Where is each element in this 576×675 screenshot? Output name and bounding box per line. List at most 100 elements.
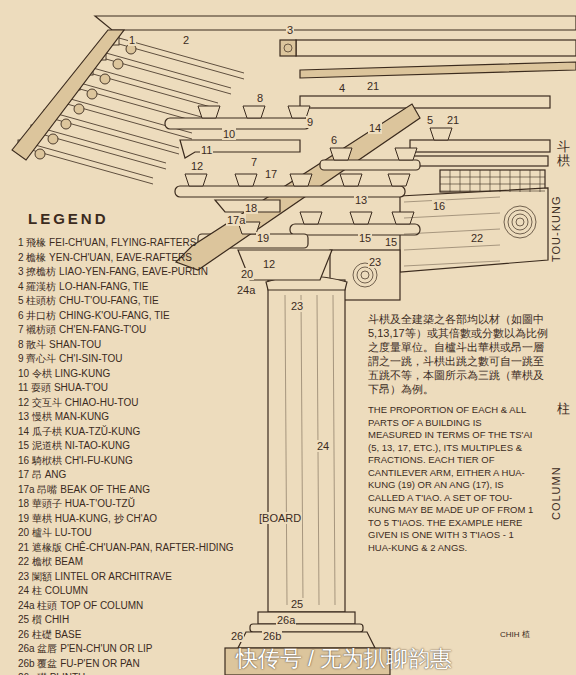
eave-rafter-end bbox=[87, 89, 97, 99]
legend-entry: 22 檐栿 BEAM bbox=[18, 555, 83, 569]
legend-entry: 12 交互斗 CHIAO-HU-TOU bbox=[18, 396, 138, 410]
beam bbox=[400, 188, 548, 272]
callout-number: 15 bbox=[384, 236, 398, 248]
legend-entry: 24 柱 COLUMN bbox=[18, 584, 88, 598]
legend-entry: 23 闌額 LINTEL OR ARCHITRAVE bbox=[18, 570, 172, 584]
eave-purlin bbox=[296, 40, 576, 56]
callout-number: 23 bbox=[368, 256, 382, 268]
legend-entry: 14 瓜子栱 KUA-TZŬ-KUNG bbox=[18, 425, 140, 439]
legend-entry: 10 令栱 LING-KUNG bbox=[18, 367, 110, 381]
legend-entry: 3 撩檐枋 LIAO-YEN-FANG, EAVE-PURLIN bbox=[18, 265, 208, 279]
legend-entry: 13 慢栱 MAN-KUNG bbox=[18, 410, 109, 424]
wood-grain bbox=[333, 295, 335, 605]
vertical-label: COLUMN bbox=[550, 466, 563, 520]
callout-number: 14 bbox=[368, 122, 382, 134]
lu-tou bbox=[238, 250, 332, 280]
callout-number: 21 bbox=[446, 114, 460, 126]
lo-han-fang-tie bbox=[300, 96, 550, 108]
wood-grain bbox=[285, 295, 287, 605]
wood-grain bbox=[301, 295, 303, 605]
roof-board bbox=[95, 16, 576, 30]
callout-number: 16 bbox=[432, 200, 446, 212]
wood-grain bbox=[404, 197, 500, 202]
callout-number: 10 bbox=[222, 128, 236, 140]
base-pan bbox=[238, 632, 375, 648]
tou-block bbox=[392, 212, 414, 224]
tou-block bbox=[198, 106, 220, 118]
lattice-bar bbox=[440, 184, 545, 185]
callout-number: 21 bbox=[366, 80, 380, 92]
legend-entry: 26a 盆唇 P'EN-CH'UN OR LIP bbox=[18, 642, 152, 656]
legend-entry: 26 柱礎 BASE bbox=[18, 628, 81, 642]
lattice-bar bbox=[440, 191, 545, 192]
eave-rafter-end bbox=[100, 74, 110, 84]
ching-kou-fang-tie bbox=[410, 156, 548, 166]
lattice-bar bbox=[460, 170, 461, 192]
kua-tzu-kung bbox=[320, 160, 420, 170]
callout-number: 19 bbox=[256, 232, 270, 244]
eave-rafter-end bbox=[61, 119, 71, 129]
lattice-bar bbox=[510, 170, 511, 192]
eave-rafter-end bbox=[113, 59, 123, 69]
tou-block bbox=[243, 106, 265, 118]
callout-number: 26b bbox=[262, 630, 282, 642]
legend-entry: 4 羅漢枋 LO-HAN-FANG, TIE bbox=[18, 280, 148, 294]
callout-number: 17 bbox=[264, 168, 278, 180]
legend-entry: 5 柱頭枋 CHU-T'OU-FANG, TIE bbox=[18, 294, 159, 308]
legend-entry: 26b 覆盆 FU-P'EN OR PAN bbox=[18, 657, 140, 671]
rafter-line bbox=[119, 44, 244, 79]
callout-number: 5 bbox=[426, 114, 434, 126]
legend-entry: 25 櫍 CHIH bbox=[18, 613, 69, 627]
signature: CHIH 植 bbox=[500, 630, 530, 639]
tou-block bbox=[340, 174, 362, 186]
legend-entry: 7 襯枋頭 CH'EN-FANG-T'OU bbox=[18, 323, 146, 337]
legend-heading: LEGEND bbox=[28, 210, 109, 227]
ling-kung bbox=[165, 118, 310, 129]
shua-tou bbox=[180, 140, 300, 158]
legend-entry: 8 散斗 SHAN-TOU bbox=[18, 338, 101, 352]
callout-number: 9 bbox=[306, 116, 314, 128]
callout-number: 12 bbox=[262, 258, 276, 270]
eave-edge bbox=[12, 30, 124, 160]
lattice-bar bbox=[440, 177, 545, 178]
rafter-hiding-board bbox=[300, 62, 576, 78]
man-kung bbox=[175, 186, 405, 197]
wood-grain bbox=[404, 261, 500, 266]
end-grain bbox=[284, 44, 292, 52]
end-grain bbox=[512, 214, 528, 230]
tou-block bbox=[300, 212, 322, 224]
end-grain bbox=[504, 206, 536, 238]
legend-entry: 21 遮椽版 CHÊ-CH'UAN-PAN, RAFTER-HIDING bbox=[18, 541, 234, 555]
lattice-bar bbox=[490, 170, 491, 192]
callout-number: 18 bbox=[244, 202, 258, 214]
eave-rafter-end bbox=[35, 149, 45, 159]
eave-rafter-end bbox=[48, 134, 58, 144]
tou-block bbox=[395, 148, 417, 160]
lattice-bar bbox=[470, 170, 471, 192]
callout-number: 23 bbox=[290, 300, 304, 312]
callout-number: 1 bbox=[128, 34, 136, 46]
legend-entry: 24a 柱頭 TOP OF COLUMN bbox=[18, 599, 143, 613]
ni-tao-kung bbox=[290, 224, 420, 235]
wood-grain bbox=[404, 213, 500, 218]
callout-number: 24a bbox=[236, 284, 256, 296]
callout-number: 8 bbox=[256, 92, 264, 104]
callout-number: 11 bbox=[200, 144, 213, 156]
note-english: THE PROPORTION OF EACH & ALL PARTS OF A … bbox=[368, 404, 536, 554]
callout-number: 12 bbox=[190, 160, 204, 172]
legend-entry: 11 耍頭 SHUA-T'OU bbox=[18, 381, 108, 395]
wood-grain bbox=[404, 229, 500, 234]
callout-number: 25 bbox=[290, 598, 304, 610]
callout-number: 13 bbox=[354, 194, 368, 206]
callout-number: 4 bbox=[338, 82, 346, 94]
callout-number: 15 bbox=[358, 232, 372, 244]
legend-entry: 17a 昂嘴 BEAK OF THE ANG bbox=[18, 483, 150, 497]
callout-number: 2 bbox=[182, 34, 190, 46]
column bbox=[268, 280, 345, 612]
legend-entry: 18 華頭子 HUA-T'OU-TZŬ bbox=[18, 497, 135, 511]
watermark: 快传号 / 无为扒聊韵惠 bbox=[236, 646, 452, 671]
legend-entry: 17 昂 ANG bbox=[18, 468, 66, 482]
end-grain bbox=[361, 271, 369, 279]
tou-block bbox=[388, 174, 410, 186]
